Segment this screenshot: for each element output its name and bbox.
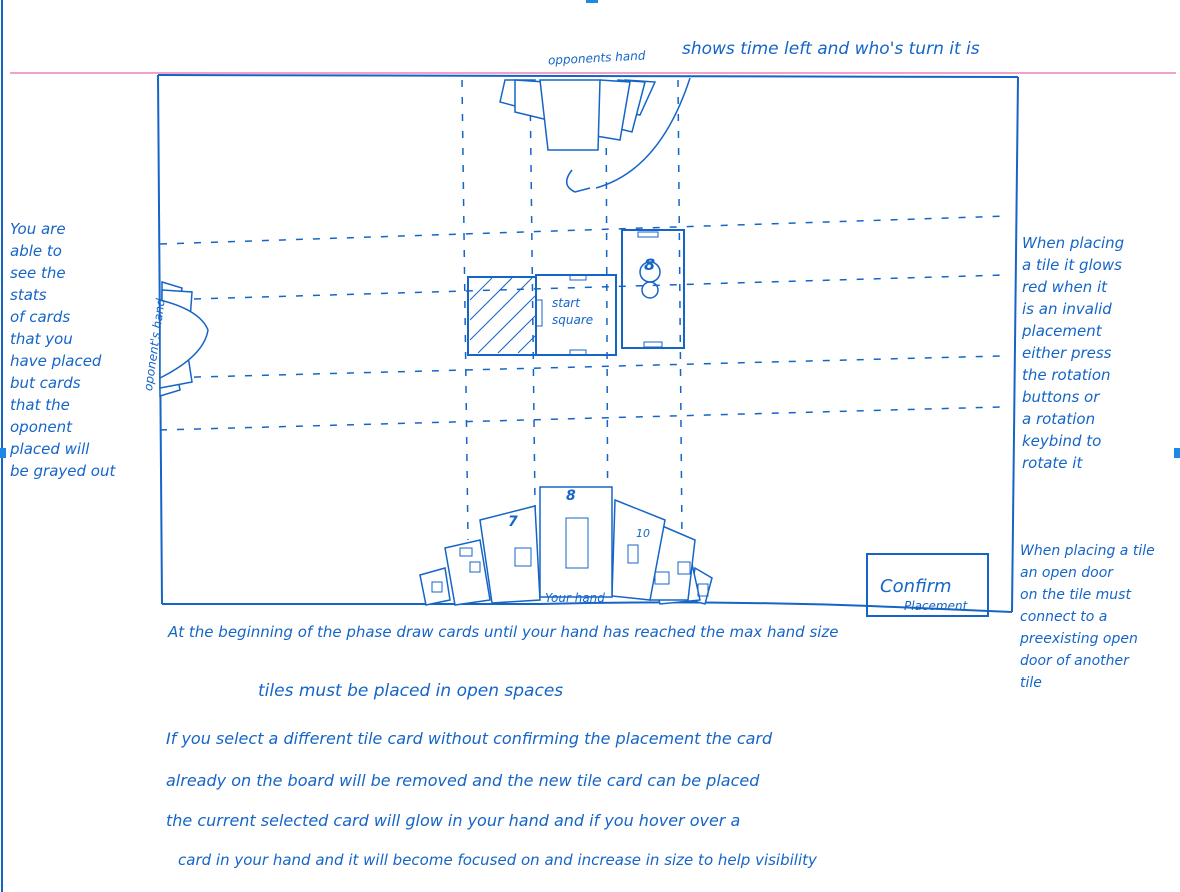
select-card-note-line1: If you select a different tile card with… [166,729,773,748]
turn-timer-note: shows time left and who's turn it is [682,39,980,59]
placed-tiles [467,229,685,356]
timer-arc [595,77,691,189]
edge-tick [0,448,6,458]
opponent-hand-top [499,79,657,193]
select-card-note-line2: already on the board will be removed and… [166,771,760,790]
open-spaces-note: tiles must be placed in open spaces [258,681,564,701]
board-card-number: 8 [644,255,656,274]
confirm-label: Confirm [880,576,952,597]
hand-card-details [431,517,709,597]
opponent-hand-left [159,280,209,398]
edge-tick [1174,448,1180,458]
hand-right-number: 10 [636,527,650,540]
hand-center-number: 8 [566,488,576,504]
select-card-note-line4: card in your hand and it will become foc… [178,851,817,869]
placement-label: Placement [904,599,968,613]
your-hand-label: Your hand [545,591,605,605]
select-card-note-line3: the current selected card will glow in y… [166,811,741,830]
start-square-label-line2: square [552,313,594,327]
phase-draw-note: At the beginning of the phase draw cards… [168,623,839,641]
start-square-label-line1: start [552,296,580,310]
hand-left-number: 7 [508,514,518,530]
confirm-placement-button[interactable] [866,553,989,617]
edge-tick [586,0,598,3]
board-grid [159,79,1009,591]
